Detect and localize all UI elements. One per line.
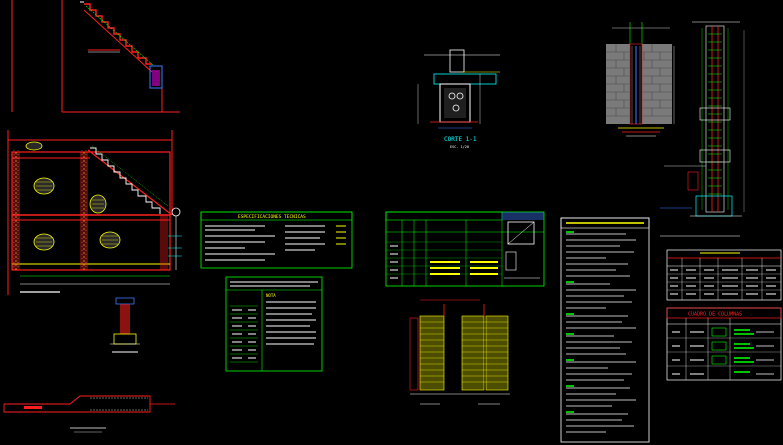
wall-elevation [7, 130, 182, 295]
footing-detail-small [110, 297, 140, 353]
specs-table-green: ESPECIFICACIONES TECNICAS [200, 211, 353, 269]
stair-elevation-top [11, 0, 180, 113]
specs-table-title: ESPECIFICACIONES TECNICAS [238, 214, 306, 220]
beam-elevation [3, 395, 175, 433]
rebar-section-icon [448, 92, 464, 112]
section-scale-label: ESC. 1/20 [450, 145, 469, 149]
columns-table-heading: CUADRO DE COLUMNAS [688, 312, 742, 318]
column-section-detail: CORTE 1-1 ESC. 1/20 [417, 49, 500, 149]
brick-columns-detail [409, 299, 510, 405]
column-elevation-tall [660, 21, 745, 237]
columns-table: CUADRO DE COLUMNAS [666, 307, 782, 381]
beam-table [666, 249, 782, 301]
technical-specs-sheet [560, 217, 650, 443]
notes-table-heading: NOTA [266, 293, 276, 298]
notes-table: NOTA [225, 276, 323, 372]
rebar-schedule-table [385, 211, 545, 287]
section-cut-label: CORTE 1-1 [444, 136, 477, 143]
brick-wall-detail [606, 22, 675, 137]
